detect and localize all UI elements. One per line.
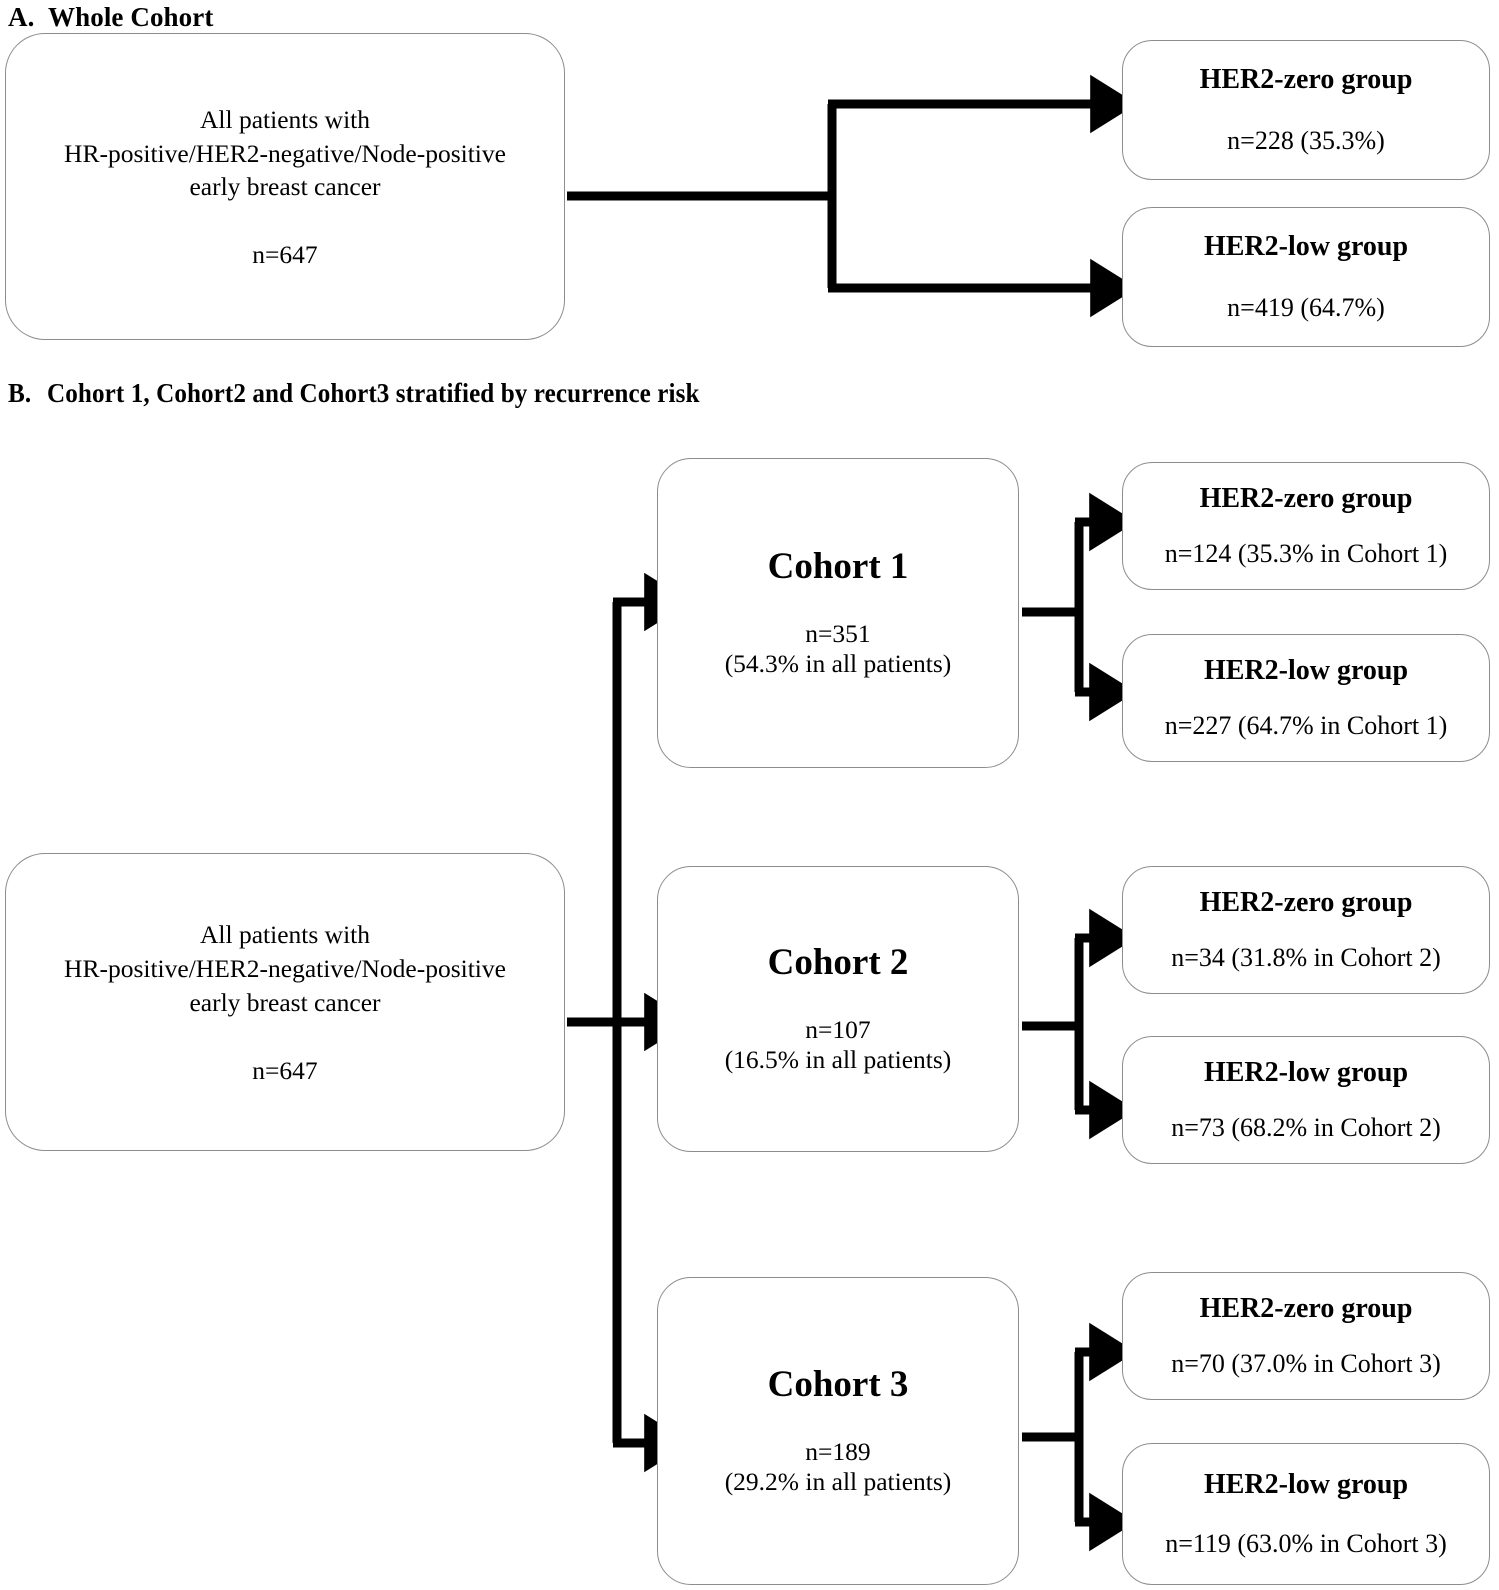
panel-a-her2-low-count: n=419 (64.7%) xyxy=(1227,292,1385,322)
cohort-1-her2-low-title: HER2-low group xyxy=(1203,655,1409,687)
cohort-3-her2-zero-count: n=70 (37.0% in Cohort 3) xyxy=(1171,1348,1441,1378)
panel-a-her2-low-title: HER2-low group xyxy=(1203,231,1409,263)
cohort-1-box: Cohort 1 n=351 (54.3% in all patients) xyxy=(657,458,1019,768)
cohort-2-her2-low-box: HER2-low group n=73 (68.2% in Cohort 2) xyxy=(1122,1036,1490,1164)
panel-a-her2-zero-box: HER2-zero group n=228 (35.3%) xyxy=(1122,40,1490,180)
panel-a-source-line1: All patients with xyxy=(200,104,370,134)
panel-b-trunk-connectors xyxy=(567,572,691,1473)
cohort-1-split-connectors xyxy=(1022,492,1136,722)
panel-a-title-text: Whole Cohort xyxy=(48,2,214,32)
panel-b-title-text: Cohort 1, Cohort2 and Cohort3 stratified… xyxy=(47,378,700,408)
cohort-3-her2-zero-title: HER2-zero group xyxy=(1199,1293,1413,1325)
cohort-2-her2-zero-count: n=34 (31.8% in Cohort 2) xyxy=(1171,942,1441,972)
cohort-2-title: Cohort 2 xyxy=(767,942,909,984)
panel-a-her2-low-box: HER2-low group n=419 (64.7%) xyxy=(1122,207,1490,347)
panel-a-connectors xyxy=(567,74,1137,318)
cohort-3-her2-low-title: HER2-low group xyxy=(1203,1469,1409,1501)
panel-a-source-box: All patients with HR-positive/HER2-negat… xyxy=(5,33,565,340)
cohort-2-her2-zero-box: HER2-zero group n=34 (31.8% in Cohort 2) xyxy=(1122,866,1490,994)
cohort-3-n: n=189 xyxy=(805,1436,871,1466)
panel-b-source-box: All patients with HR-positive/HER2-negat… xyxy=(5,853,565,1151)
cohort-3-her2-low-box: HER2-low group n=119 (63.0% in Cohort 3) xyxy=(1122,1443,1490,1585)
cohort-3-box: Cohort 3 n=189 (29.2% in all patients) xyxy=(657,1277,1019,1585)
panel-a-her2-zero-count: n=228 (35.3%) xyxy=(1227,125,1385,155)
panel-b-index: B. xyxy=(8,378,32,408)
cohort-2-n: n=107 xyxy=(805,1014,871,1044)
panel-a-her2-zero-title: HER2-zero group xyxy=(1199,64,1413,96)
cohort-3-her2-zero-box: HER2-zero group n=70 (37.0% in Cohort 3) xyxy=(1122,1272,1490,1400)
panel-b-source-n: n=647 xyxy=(252,1055,318,1085)
cohort-2-her2-low-title: HER2-low group xyxy=(1203,1057,1409,1089)
panel-b-title: B. Cohort 1, Cohort2 and Cohort3 stratifi… xyxy=(8,378,700,409)
cohort-1-her2-zero-box: HER2-zero group n=124 (35.3% in Cohort 1… xyxy=(1122,462,1490,590)
panel-a-source-n: n=647 xyxy=(252,240,318,270)
cohort-1-her2-zero-count: n=124 (35.3% in Cohort 1) xyxy=(1164,538,1448,568)
cohort-1-her2-zero-title: HER2-zero group xyxy=(1199,483,1413,515)
panel-a-title: A. Whole Cohort xyxy=(8,2,213,33)
cohort-1-her2-low-count: n=227 (64.7% in Cohort 1) xyxy=(1164,710,1448,740)
panel-b-source-line3: early breast cancer xyxy=(189,987,381,1017)
panel-a-source-line3: early breast cancer xyxy=(189,172,381,202)
cohort-3-split-connectors xyxy=(1022,1322,1136,1552)
cohort-3-pct: (29.2% in all patients) xyxy=(724,1467,952,1497)
cohort-3-title: Cohort 3 xyxy=(767,1364,909,1406)
panel-a-index: A. xyxy=(8,2,35,32)
cohort-2-split-connectors xyxy=(1022,908,1136,1140)
cohort-1-title: Cohort 1 xyxy=(767,546,909,588)
cohort-2-pct: (16.5% in all patients) xyxy=(724,1045,952,1075)
panel-a-source-line2: HR-positive/HER2-negative/Node-positive xyxy=(64,138,506,168)
panel-b-source-line1: All patients with xyxy=(200,920,370,950)
panel-b-source-line2: HR-positive/HER2-negative/Node-positive xyxy=(64,954,506,984)
cohort-1-pct: (54.3% in all patients) xyxy=(724,649,952,679)
cohort-3-her2-low-count: n=119 (63.0% in Cohort 3) xyxy=(1165,1528,1447,1558)
cohort-1-her2-low-box: HER2-low group n=227 (64.7% in Cohort 1) xyxy=(1122,634,1490,762)
cohort-1-n: n=351 xyxy=(805,618,871,648)
cohort-2-her2-low-count: n=73 (68.2% in Cohort 2) xyxy=(1171,1112,1441,1142)
cohort-2-her2-zero-title: HER2-zero group xyxy=(1199,887,1413,919)
cohort-2-box: Cohort 2 n=107 (16.5% in all patients) xyxy=(657,866,1019,1152)
